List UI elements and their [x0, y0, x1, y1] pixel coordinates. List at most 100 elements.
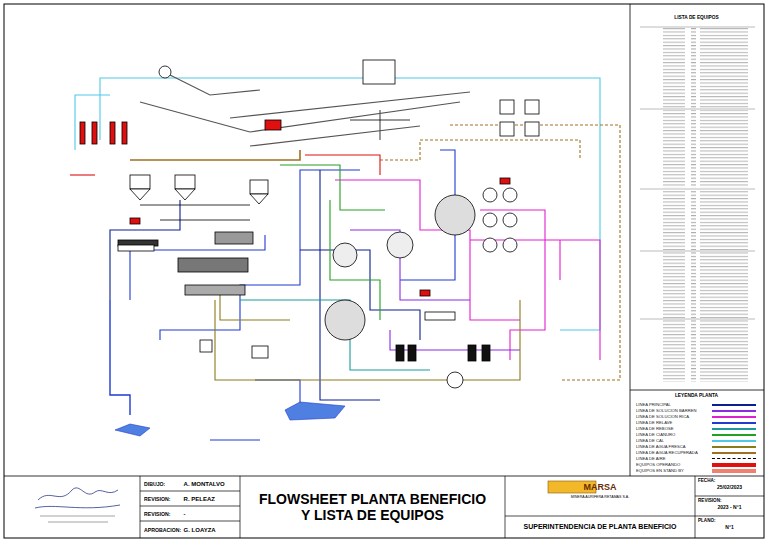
legend-text: LINEA DE AGUA FRESCA: [636, 444, 686, 450]
legend-text: LINEA DE SOLUCION BARREN: [636, 408, 697, 414]
title-block-cell: REVISION:-: [141, 507, 239, 521]
thickener: [325, 300, 365, 340]
legend-dash-sample: [712, 458, 756, 461]
flotation-cells: [215, 232, 253, 244]
panel-divider: [630, 4, 631, 476]
tank: [200, 340, 212, 352]
grid-line: [505, 476, 506, 538]
legend-text: LINEA DE REBOSE: [636, 426, 673, 432]
legend-text: EQUIPOS EN STAND BY: [636, 468, 684, 474]
column: [525, 100, 539, 114]
conveyor-belt: [170, 75, 260, 95]
cell-value: A. MONTALVO: [184, 481, 239, 487]
legend-entry: LINEA DE SOLUCION RICA: [636, 414, 758, 420]
drawing-title: FLOWSHEET PLANTA BENEFICIO Y LISTA DE EQ…: [259, 491, 487, 523]
conveyor-belt: [250, 102, 460, 132]
cyanide-line: [280, 165, 385, 210]
grid-line: [240, 476, 241, 538]
tank: [175, 175, 195, 189]
storage-tank: [408, 345, 416, 361]
tank: [130, 175, 150, 189]
cell-value: 2023 - N°1: [696, 503, 763, 511]
pump-red: [130, 218, 140, 224]
title-block-grid: [140, 476, 764, 538]
cell-label: MARSA: [506, 478, 694, 492]
legend-swatch: [712, 404, 756, 406]
legend-text: LINEA DE AGUA RECUPERADA: [636, 450, 698, 456]
title-block-cell: APROBACION:G. LOAYZA: [141, 522, 239, 537]
hopper-box: [363, 60, 395, 84]
grid-line: [505, 516, 695, 517]
conveyors: [140, 75, 470, 146]
legend-entry: LINEA DE AGUA FRESCA: [636, 444, 758, 450]
signature-stroke: [35, 505, 120, 508]
legend-entry: LINEA DE AGUA RECUPERADA: [636, 450, 758, 456]
sheet-border: [4, 4, 764, 538]
flotation-cells: [178, 258, 248, 272]
main-line: [300, 250, 420, 340]
cell-label: PLANO:: [696, 517, 763, 523]
cell-value: R. PELEAZ: [184, 496, 239, 502]
legend-panel: LEYENDA PLANTALINEA PRINCIPALLINEA DE SO…: [632, 392, 761, 474]
title-block-line: [4, 476, 764, 477]
ponds: [115, 402, 345, 440]
cell-label: APROBACION:: [141, 527, 184, 533]
title-block-cell: DIBUJO:A. MONTALVO: [141, 477, 239, 491]
grid-line: [140, 476, 141, 538]
tailings-line: [255, 380, 300, 405]
legend-entry: LINEA DE RELAVE: [636, 420, 758, 426]
column: [525, 122, 539, 136]
cell-value: 25/02/2023: [696, 483, 763, 491]
legend-divider: [630, 390, 764, 391]
cone: [130, 189, 150, 200]
storage-tank: [482, 345, 490, 361]
logo-cell: MARSAMINERA AURÍFERA RETAMAS S.A.: [506, 478, 694, 515]
thickener: [333, 243, 357, 267]
rich-line: [335, 180, 520, 320]
cell-label: DIBUJO:: [141, 481, 184, 487]
lime-line: [100, 78, 600, 330]
cell-label: LISTA DE EQUIPOS: [632, 7, 761, 21]
legend-text: EQUIPOS OPERANDO: [636, 462, 680, 468]
signature-line: [40, 516, 115, 522]
equipment-list-panel: LISTA DE EQUIPOS: [632, 7, 761, 389]
grid-line: [140, 521, 240, 522]
pond-pipe: [210, 440, 260, 441]
feeder: [265, 120, 281, 130]
equipment: [80, 60, 539, 388]
title-block-cell: REVISION:R. PELEAZ: [141, 492, 239, 506]
section-bar: [640, 318, 755, 320]
pipe: [350, 110, 410, 140]
legend-swatch: [712, 410, 756, 412]
process-lines: [70, 78, 620, 415]
feeder: [110, 122, 115, 144]
grid-line: [695, 476, 696, 538]
conveyor-belt: [140, 102, 250, 132]
column: [500, 100, 514, 114]
leach-tank: [483, 188, 497, 202]
legend-text: LINEA DE AIRE: [636, 456, 666, 462]
barren-line: [350, 230, 470, 300]
lime-line: [75, 95, 110, 150]
recovered-water-line: [130, 150, 300, 160]
red-line: [305, 155, 380, 175]
storage-tank: [468, 345, 476, 361]
plan-cell: PLANO:N°1: [696, 517, 763, 537]
leach-tank: [503, 238, 517, 252]
grid-line: [140, 491, 240, 492]
department-cell: SUPERINTENDENCIA DE PLANTA BENEFICIO: [506, 517, 694, 537]
legend-swatch: [712, 428, 756, 430]
legend-swatch: [712, 422, 756, 424]
legend-entry: EQUIPOS EN STAND BY: [636, 468, 758, 474]
grid-line: [140, 506, 240, 507]
tank: [252, 346, 268, 358]
thickener: [387, 232, 413, 258]
signature: [35, 488, 120, 522]
tank: [250, 180, 268, 194]
cone: [175, 189, 195, 200]
filter: [425, 312, 455, 320]
legend-text: LINEA DE SOLUCION RICA: [636, 414, 689, 420]
feeder: [92, 122, 97, 144]
air-line: [140, 205, 250, 220]
signature-stroke: [38, 488, 118, 500]
